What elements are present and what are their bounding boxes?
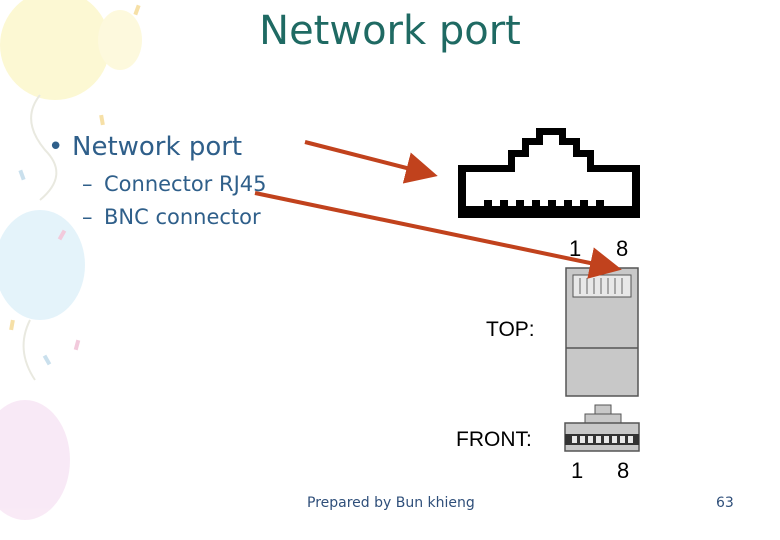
slide-title: Network port [259, 8, 521, 54]
arrow-to-port [304, 140, 438, 184]
pin-1-top-label: 1 [569, 236, 582, 261]
footer-text: Prepared by Bun khieng [307, 495, 475, 511]
sub-item: –Connector RJ45 [82, 172, 267, 196]
rj45-plug-front-view [564, 404, 640, 452]
balloon-yellow [0, 0, 110, 100]
bullet-item: • Network port [48, 132, 242, 162]
pin-1-bottom-label: 1 [571, 458, 584, 483]
sub-item: –BNC connector [82, 205, 261, 229]
pin-8-bottom-label: 8 [617, 458, 630, 483]
bullet-text: Network port [72, 132, 243, 162]
balloon-pink [0, 400, 70, 520]
front-view-label: FRONT: [456, 428, 532, 451]
rj45-port-inner [466, 135, 632, 206]
balloon-blue [0, 210, 85, 320]
dash-glyph: – [82, 172, 93, 196]
rj45-plug-top-view [565, 267, 639, 397]
balloon-yellow-small [98, 10, 142, 70]
top-view-label: TOP: [486, 318, 535, 341]
slide-number: 63 [716, 495, 734, 511]
rj45-port-pins [484, 200, 604, 206]
bullet-glyph: • [48, 132, 64, 162]
arrow-to-plug [254, 191, 622, 279]
pin-8-top-label: 8 [616, 236, 629, 261]
dash-glyph: – [82, 205, 93, 229]
sub-item-text: Connector RJ45 [104, 172, 267, 196]
sub-item-text: BNC connector [104, 205, 261, 229]
